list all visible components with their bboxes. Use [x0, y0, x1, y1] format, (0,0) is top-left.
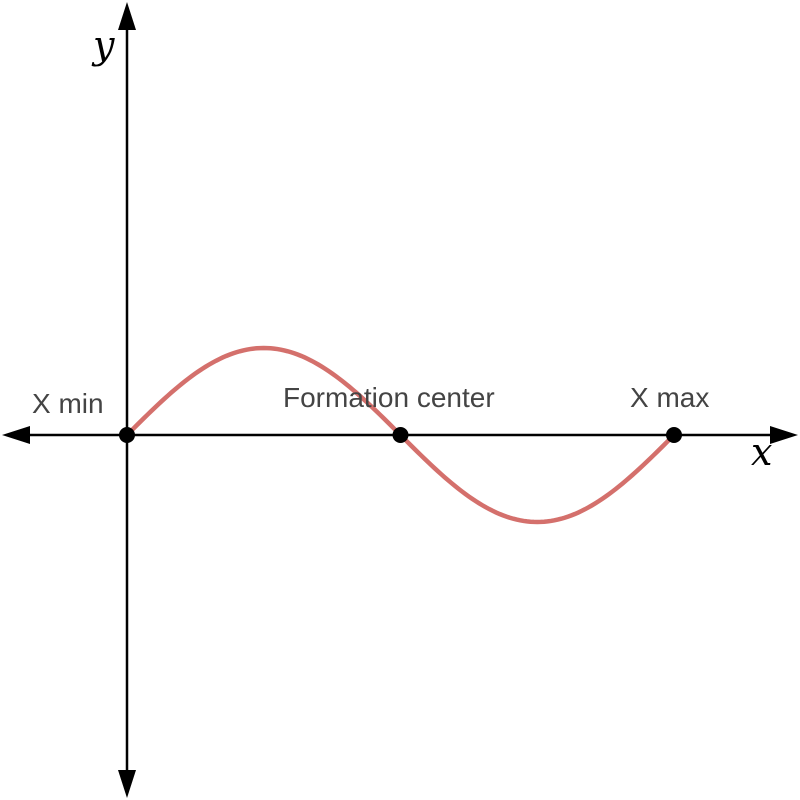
y-axis-top-arrow-icon	[118, 2, 136, 30]
x-axis-left-arrow-icon	[2, 426, 30, 444]
x-min-point	[119, 427, 135, 443]
y-axis-title: y	[91, 23, 115, 67]
x-axis-title: x	[751, 430, 772, 474]
x-axis-right-arrow-icon	[770, 426, 798, 444]
x-max-label: X max	[630, 382, 709, 413]
y-axis-bottom-arrow-icon	[118, 770, 136, 798]
formation-center-label: Formation center	[283, 382, 495, 413]
formation-center-point	[392, 427, 409, 443]
x-min-label: X min	[32, 388, 104, 419]
x-max-point	[666, 427, 682, 443]
